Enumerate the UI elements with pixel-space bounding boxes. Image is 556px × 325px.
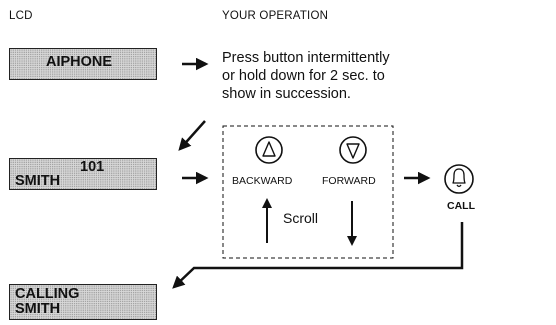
lcd-screen-calling: CALLING SMITH bbox=[9, 284, 157, 320]
forward-label: FORWARD bbox=[322, 175, 376, 187]
call-label: CALL bbox=[447, 200, 475, 212]
triangle-down-icon bbox=[346, 143, 360, 159]
instruction-line-3: show in succession. bbox=[222, 86, 351, 102]
lcd-screen-idle: AIPHONE bbox=[9, 48, 157, 80]
arrow-down-left bbox=[178, 120, 206, 151]
operation-column-header: YOUR OPERATION bbox=[222, 10, 329, 22]
lcd-line-2: SMITH bbox=[15, 173, 61, 189]
backward-button[interactable] bbox=[255, 136, 283, 164]
instruction-line-1: Press button intermittently bbox=[222, 50, 390, 66]
scroll-box bbox=[222, 125, 394, 259]
arrow-return bbox=[172, 222, 464, 289]
scroll-label: Scroll bbox=[283, 210, 319, 226]
instruction-line-2: or hold down for 2 sec. to bbox=[222, 68, 385, 84]
lcd-line-1: CALLING bbox=[15, 286, 80, 302]
call-button[interactable] bbox=[444, 164, 474, 194]
backward-label: BACKWARD bbox=[232, 175, 293, 187]
lcd-line-1: AIPHONE bbox=[46, 54, 113, 70]
instruction-text: Press button intermittently or hold down… bbox=[222, 49, 390, 103]
bell-icon bbox=[452, 168, 466, 188]
forward-button[interactable] bbox=[339, 136, 367, 164]
lcd-line-1: 101 bbox=[80, 159, 105, 175]
lcd-screen-selected: 101 SMITH bbox=[9, 158, 157, 190]
triangle-up-icon bbox=[262, 141, 276, 157]
lcd-column-header: LCD bbox=[9, 10, 33, 22]
lcd-line-2: SMITH bbox=[15, 301, 61, 317]
